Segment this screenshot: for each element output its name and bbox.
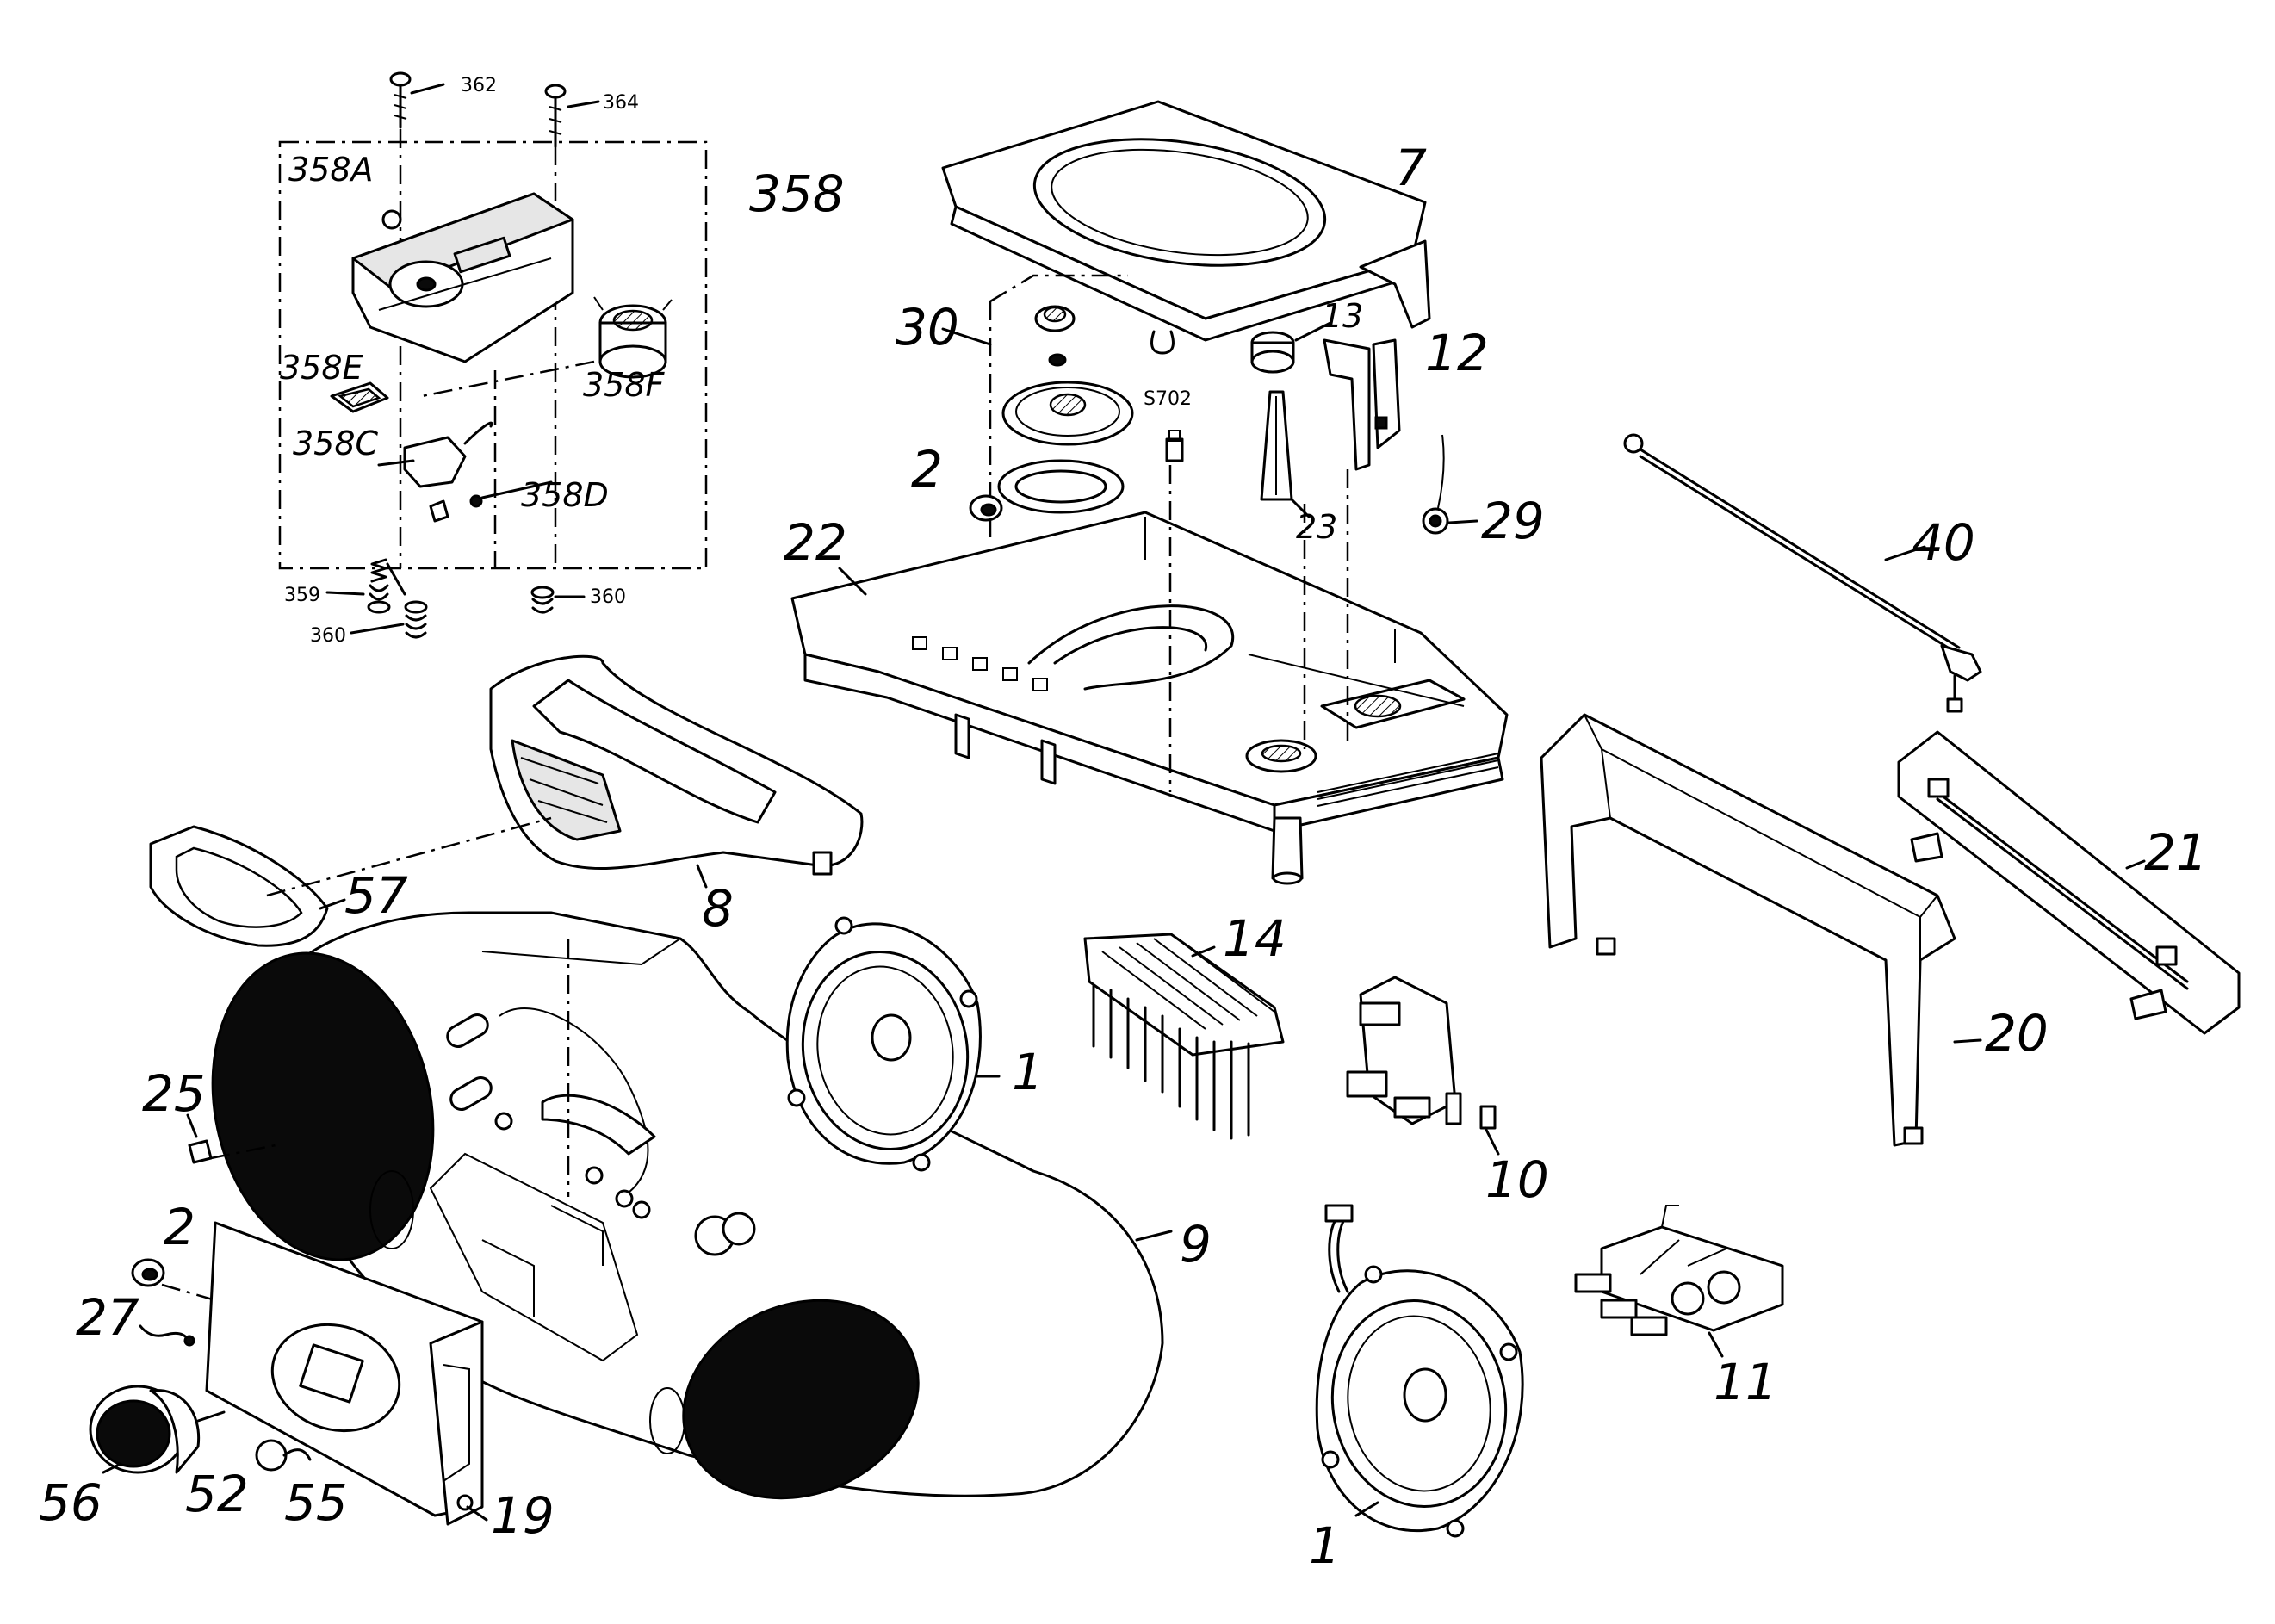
callout-7: 7 [1395,139,1427,197]
callout-11: 11 [1714,1353,1777,1411]
callout-1-upper: 1 [1012,1043,1044,1101]
callout-22: 22 [784,513,847,572]
callout-27: 27 [76,1288,139,1347]
pickup-358C [377,421,493,488]
antenna-board-21 [1897,730,2241,1035]
callout-358E: 358E [280,349,363,387]
callout-1-lower: 1 [1309,1516,1341,1575]
callout-358A: 358A [288,151,374,189]
cd-mechanism-assembly-358 [278,71,708,639]
disc-clamp-group-30 [989,274,1134,538]
switch-S702 [1165,430,1184,462]
callout-labels: 362 364 358 358A 358E 358F 358C 358D 359… [39,75,2208,1575]
chassis-22 [790,511,1509,885]
callout-358D: 358D [521,476,609,514]
callout-360-a: 360 [310,625,346,647]
callout-13: 13 [1322,297,1363,335]
switch-10 [1346,976,1497,1130]
callout-30: 30 [896,298,959,356]
callout-S702: S702 [1144,388,1192,410]
shaft-23 [1260,390,1293,501]
callout-8: 8 [702,879,734,938]
callout-29: 29 [1481,492,1545,550]
window-57 [149,825,329,947]
callout-359: 359 [284,585,320,606]
spring-360-b [530,586,555,614]
bracket-12 [1323,338,1401,471]
callout-9: 9 [1180,1215,1212,1274]
screw-362 [389,71,412,129]
cap-13 [1250,331,1295,374]
callout-2-lower: 2 [164,1198,195,1256]
callout-23: 23 [1296,508,1337,546]
callout-55: 55 [284,1473,348,1532]
knob-2-upper [969,494,1003,522]
callout-40: 40 [1912,513,1975,572]
callout-358C: 358C [293,425,379,462]
callout-360-b: 360 [590,586,626,608]
speaker-1-upper [785,916,982,1172]
callout-358F: 358F [583,366,666,404]
spring-359 [367,558,391,614]
top-cover-8 [489,654,864,876]
screw-364 [544,84,567,148]
spring-360-a [404,600,428,639]
callout-57: 57 [344,866,408,925]
callout-12: 12 [1425,324,1489,382]
callout-364: 364 [603,92,639,114]
button-block-14 [1083,933,1285,1140]
callout-362: 362 [461,75,497,96]
callout-19: 19 [491,1486,555,1545]
antenna-40 [1623,433,1982,713]
tuning-knob-56 [89,1385,201,1474]
callout-10: 10 [1485,1150,1549,1209]
jack-board-11 [1574,1205,1784,1336]
front-panel-19 [205,1221,484,1526]
cd-door-7 [941,100,1431,355]
speaker-1-lower [1315,1204,1524,1538]
motor-358F [593,296,673,379]
knob-2-lower [131,1258,165,1287]
callout-20: 20 [1985,1004,2049,1063]
callout-56: 56 [39,1473,102,1532]
part-25 [188,1139,213,1164]
callout-52: 52 [185,1465,249,1523]
callout-2-upper: 2 [911,440,943,499]
callout-21: 21 [2144,823,2208,882]
indicator-55 [255,1439,312,1472]
callout-358: 358 [749,164,845,223]
bracket-358E [330,381,389,413]
handle-20 [1540,713,1956,1147]
cd-loader-mechanism [351,192,574,363]
callout-14: 14 [1223,909,1286,968]
callout-25: 25 [142,1064,206,1123]
